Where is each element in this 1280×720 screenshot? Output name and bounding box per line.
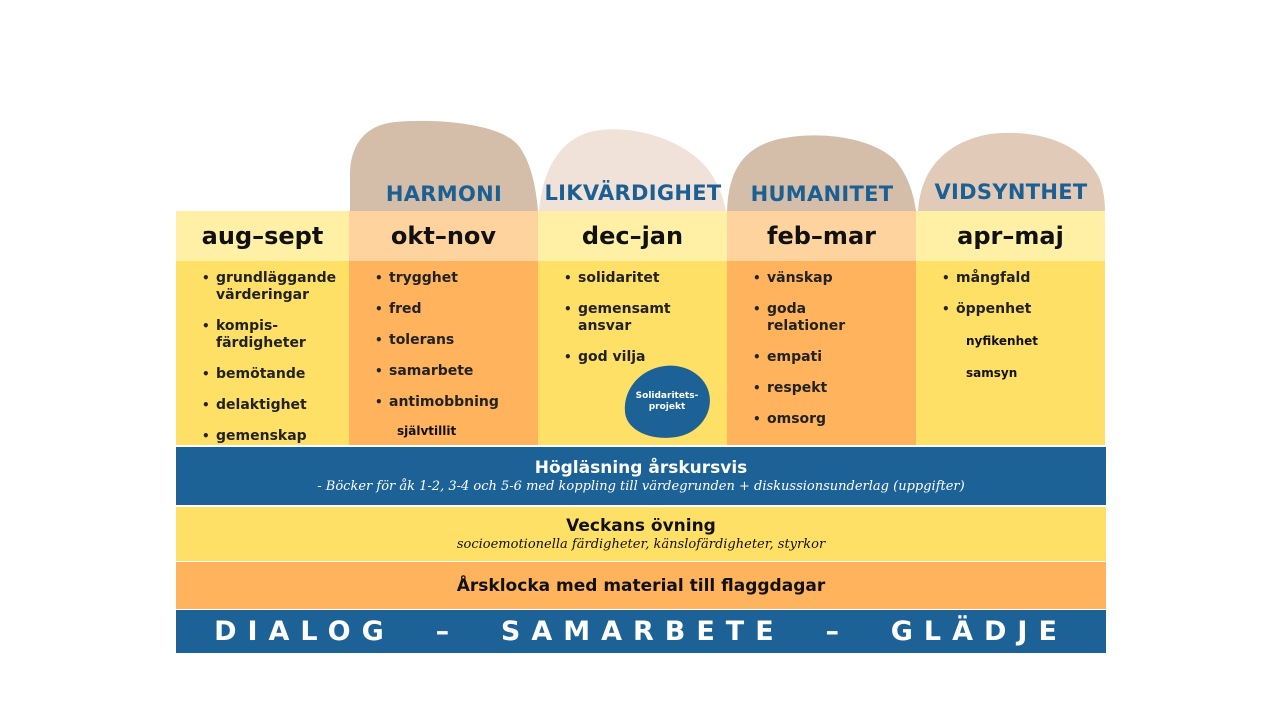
- year-clock-band: Årsklocka med material till flaggdagar: [176, 562, 1106, 609]
- reading-band-title: Högläsning årskursvis: [534, 458, 748, 478]
- hill-humanitet: [727, 135, 916, 212]
- extra-item: självtillit: [397, 424, 457, 438]
- list-item: empati: [753, 349, 916, 366]
- column-aug-sept: grundläggande värderingar kompis-färdigh…: [176, 261, 349, 445]
- theme-likvardighet: LIKVÄRDIGHET: [544, 181, 722, 205]
- reading-band-subtitle: - Böcker för åk 1-2, 3-4 och 5-6 med kop…: [317, 479, 965, 494]
- list-item: vänskap: [753, 270, 916, 287]
- theme-harmoni: HARMONI: [385, 182, 503, 206]
- motto-text: DIALOG – SAMARBETE – GLÄDJE: [214, 616, 1068, 647]
- column-okt-nov: trygghet fred tolerans samarbete antimob…: [349, 261, 538, 445]
- reading-band: Högläsning årskursvis - Böcker för åk 1-…: [176, 447, 1106, 505]
- badge-label: Solidaritets-projekt: [635, 391, 699, 412]
- weekly-exercise-subtitle: socioemotionella färdigheter, känslofärd…: [456, 537, 826, 552]
- list-item: bemötande: [202, 366, 349, 383]
- list-item: öppenhet: [942, 301, 1105, 318]
- list-item: antimobbning: [375, 394, 538, 411]
- list-item: fred: [375, 301, 538, 318]
- extra-item: samsyn: [966, 366, 1018, 380]
- column-apr-maj: mångfald öppenhet nyfikenhet samsyn: [916, 261, 1105, 445]
- list-item: mångfald: [942, 270, 1105, 287]
- extra-item: nyfikenhet: [966, 334, 1039, 348]
- list-item: kompis-färdigheter: [202, 318, 316, 352]
- hill-likvardighet: [539, 129, 726, 212]
- period-header-apr-maj: apr–maj: [916, 211, 1105, 261]
- theme-humanitet: HUMANITET: [750, 182, 894, 206]
- list-item: samarbete: [375, 363, 538, 380]
- weekly-exercise-band: Veckans övning socioemotionella färdighe…: [176, 507, 1106, 561]
- list-item: goda relationer: [753, 301, 857, 335]
- theme-vidsynthet: VIDSYNTHET: [934, 180, 1088, 204]
- list-item: respekt: [753, 380, 916, 397]
- motto-band: DIALOG – SAMARBETE – GLÄDJE: [176, 610, 1106, 653]
- column-feb-mar: vänskap goda relationer empati respekt o…: [727, 261, 916, 445]
- list-item: delaktighet: [202, 397, 349, 414]
- list-item: grundläggande värderingar: [202, 270, 336, 304]
- period-header-dec-jan: dec–jan: [538, 211, 727, 261]
- period-header-feb-mar: feb–mar: [727, 211, 916, 261]
- list-item: gemensamt ansvar: [564, 301, 678, 335]
- list-item: gemenskap: [202, 428, 349, 445]
- period-header-aug-sept: aug–sept: [176, 211, 349, 261]
- year-clock-title: Årsklocka med material till flaggdagar: [456, 575, 826, 596]
- weekly-exercise-title: Veckans övning: [566, 516, 716, 536]
- period-header-okt-nov: okt–nov: [349, 211, 538, 261]
- hills: [350, 120, 1105, 212]
- list-item: god vilja: [564, 349, 727, 366]
- list-item: tolerans: [375, 332, 538, 349]
- list-item: trygghet: [375, 270, 538, 287]
- list-item: omsorg: [753, 411, 916, 428]
- list-item: solidaritet: [564, 270, 727, 287]
- hill-harmoni: [350, 120, 538, 212]
- hill-vidsynthet: [918, 132, 1105, 212]
